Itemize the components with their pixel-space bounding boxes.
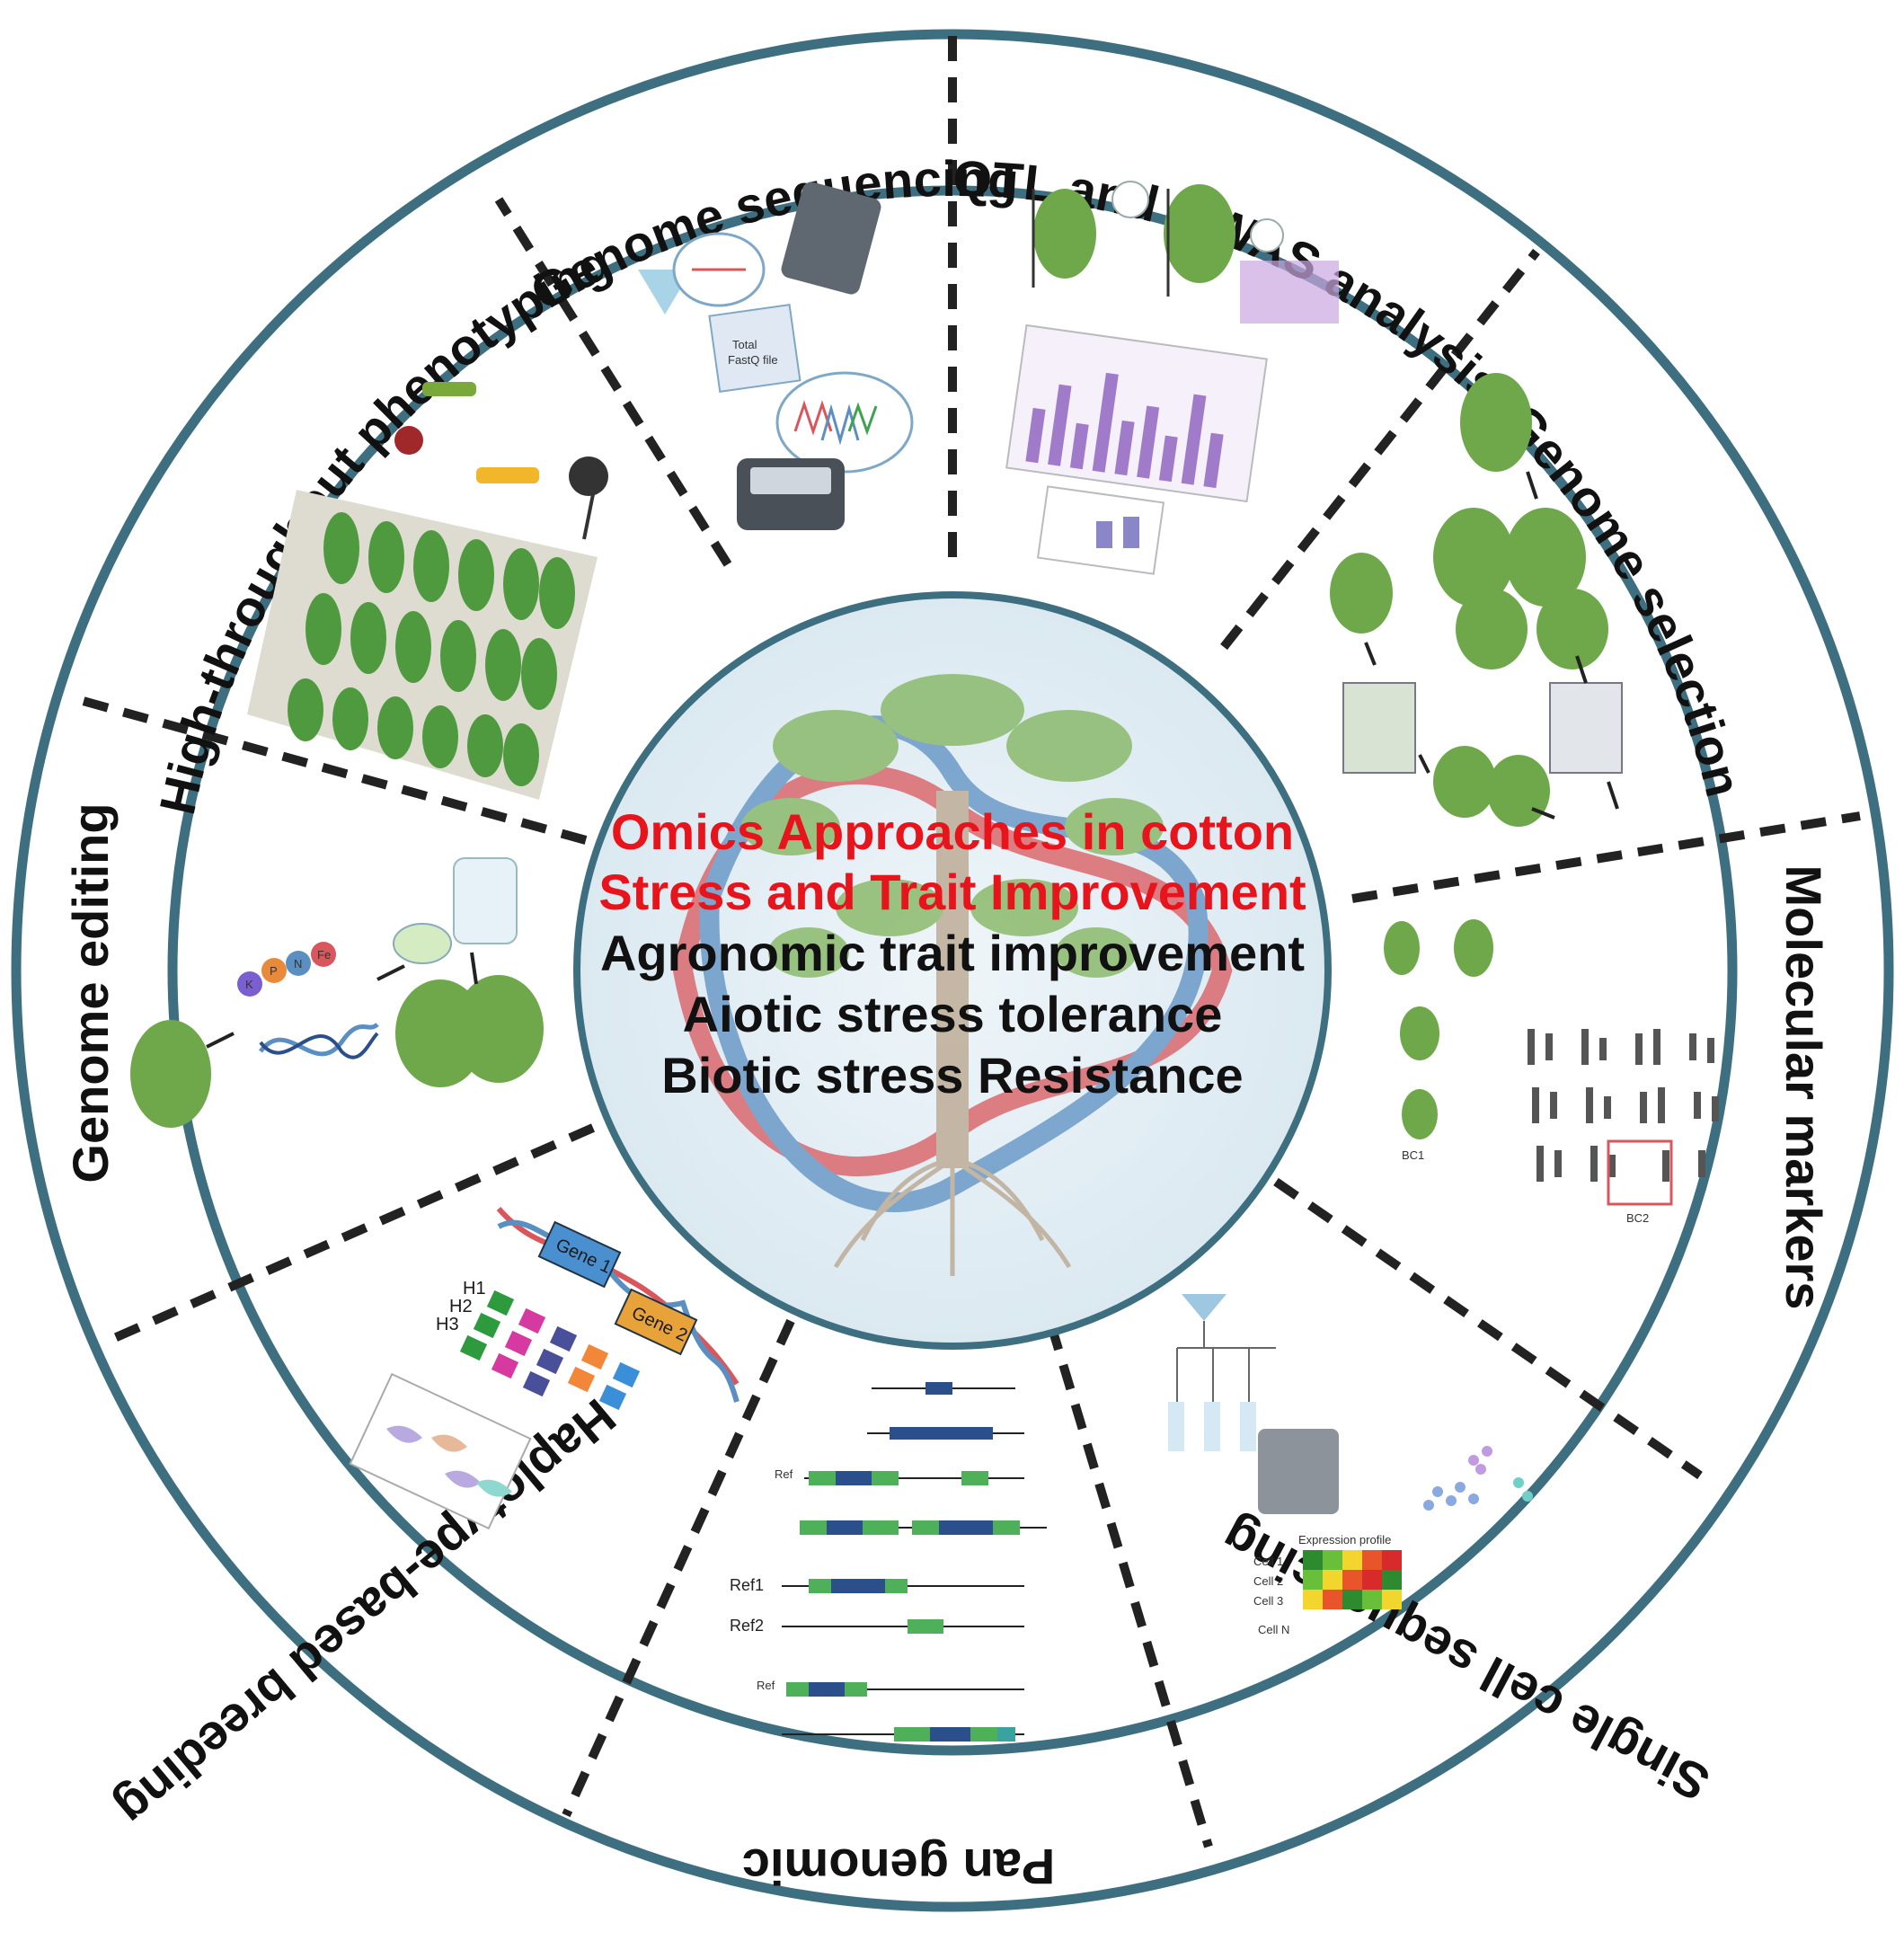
gel-bands-icon: BC1 BC2 [1384,919,1719,1225]
inner-ring [167,185,1738,1756]
pan-ref1-label: Ref1 [730,1576,764,1594]
sequencer-icon: Total FastQ file [638,182,914,530]
cell-1-label: Cell 1 [1253,1555,1283,1568]
center-title-line2: Stress and Trait Improvement [598,864,1306,920]
cell-3-label: Cell 3 [1253,1594,1283,1608]
bc2-label: BC2 [1626,1211,1649,1225]
tree-dna-illustration [672,674,1233,1276]
expression-profile-label: Expression profile [1298,1533,1391,1547]
h1-label: H1 [463,1279,486,1298]
segment-dividers [75,36,1861,1848]
pan-ref-label-2: Ref [757,1679,775,1692]
center-title-line1: Omics Approaches in cotton [611,803,1294,860]
fastq-label-2: FastQ file [728,353,778,367]
nutrient-n: N [294,957,302,970]
segment-label-molecular-markers: Molecular markers [1776,865,1832,1310]
segment-label-genome-editing: Genome editing [62,802,119,1183]
nutrient-k: K [245,978,253,991]
h3-label: H3 [436,1315,459,1334]
plant-cycle-icon [1330,373,1623,827]
gene-alignment-icon: Ref Ref1 Ref2 Ref [730,1382,1047,1742]
fastq-label-1: Total [732,338,757,351]
pan-ref2-label: Ref2 [730,1617,764,1635]
cell-2-label: Cell 2 [1253,1574,1283,1588]
center-item-biotic: Biotic stress Resistance [661,1047,1243,1103]
segment-label-genome-sequencing: Genome sequencing [521,150,1021,322]
center-item-agronomic: Agronomic trait improvement [600,925,1305,981]
heatmap-icon: Expression profile Cell 1 Cell 2 Cell 3 … [1168,1294,1533,1636]
haplotype-icon: Gene 1 Gene 2 H1 H2 H3 [349,1207,739,1530]
segment-label-pan-genomic: Pan genomic [742,1839,1056,1895]
cell-n-label: Cell N [1258,1623,1289,1636]
pan-ref-label-1: Ref [775,1467,793,1481]
bc1-label: BC1 [1402,1148,1424,1162]
nutrient-p: P [270,964,278,978]
drone-field-icon [247,382,608,800]
nutrient-fe: Fe [317,948,331,962]
manhattan-plot-icon [1005,181,1339,575]
center-item-abiotic: Aiotic stress tolerance [683,986,1223,1042]
h2-label: H2 [449,1297,473,1316]
outer-ring [11,29,1894,1912]
dna-editing-icon: K P N Fe [130,857,544,1128]
